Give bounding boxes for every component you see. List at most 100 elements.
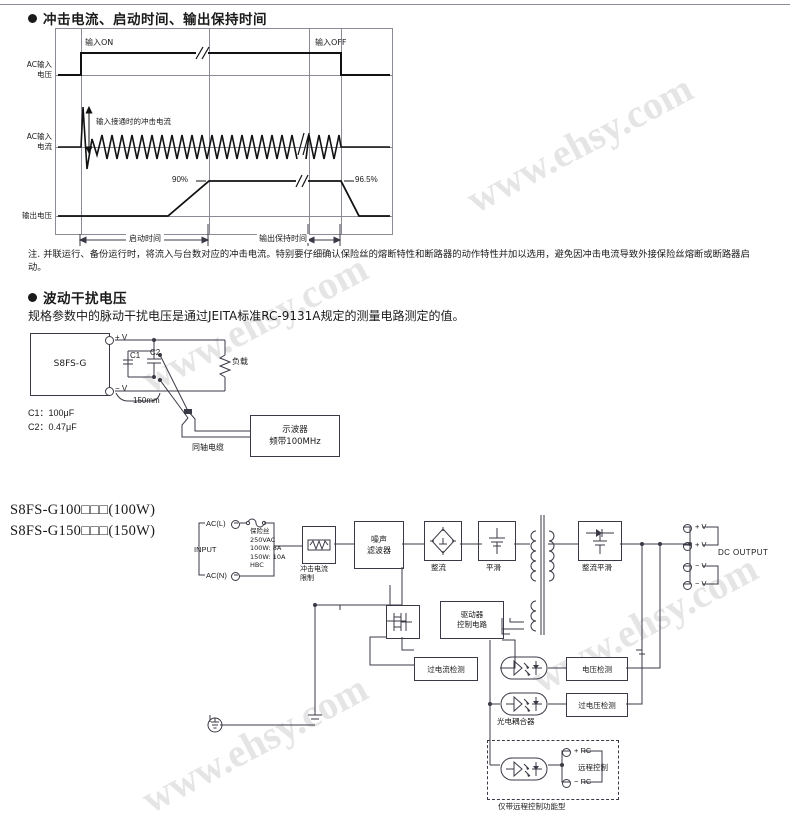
gridline-input-off xyxy=(341,29,342,234)
label-input-on: 输入ON xyxy=(85,38,114,47)
rectify-smooth-box xyxy=(578,521,622,561)
axis-label-output-voltage: 输出电压 xyxy=(22,211,52,220)
model-list: S8FS-G100□□□(100W) S8FS-G150□□□(150W) xyxy=(10,500,155,542)
ac-voltage-waveform xyxy=(58,52,390,76)
voltage-detect-box: 电压检测 xyxy=(566,657,628,681)
inrush-timing-chart: 输入ON 输入OFF 输入接通时的冲击电流 90% 96.5% xyxy=(55,28,393,235)
scope-bandwidth: 频带100MHz xyxy=(269,437,321,447)
axis-label-ac-voltage: AC输入电压 xyxy=(26,60,52,79)
block-diagram-wiring xyxy=(209,522,719,783)
noise-filter-box: 噪声 滤波器 xyxy=(354,521,404,569)
inrush-limiter-label: 冲击电流 限制 xyxy=(300,565,328,582)
photocoupler-icon xyxy=(500,757,548,781)
label-input-off: 输入OFF xyxy=(315,38,347,47)
gridline-startup-end xyxy=(209,29,210,234)
label-startup-time: 启动时间 xyxy=(126,234,164,243)
label-minus-v: − V xyxy=(115,384,128,393)
smoothing-label: 平滑 xyxy=(486,563,501,572)
label-plus-v: + V xyxy=(115,333,128,342)
bullet-icon xyxy=(28,14,37,23)
driver-control-box: 驱动器 控制电路 xyxy=(440,601,504,639)
scope-title: 示波器 xyxy=(282,425,308,435)
label-rise-percent: 90% xyxy=(172,175,189,184)
value-c1: C1：100μF xyxy=(28,408,75,418)
section-heading-inrush: 冲击电流、启动时间、输出保持时间 xyxy=(28,8,267,28)
overcurrent-detect-box: 过电流检测 xyxy=(414,657,478,681)
smoothing-box xyxy=(478,521,516,561)
inrush-limiter-box xyxy=(302,526,336,564)
switching-element-box xyxy=(386,605,420,639)
psu-box: S8FS-G xyxy=(30,333,110,396)
photocoupler-2 xyxy=(500,692,548,716)
label-c2: C2 xyxy=(150,348,161,357)
mosfet-icon xyxy=(393,613,412,631)
model-100w: S8FS-G100□□□(100W) xyxy=(10,502,156,518)
photocoupler-label: 光电耦合器 xyxy=(497,717,535,726)
rectifier-label: 整流 xyxy=(431,563,446,572)
output-voltage-waveform xyxy=(58,180,390,217)
value-c2: C2：0.47μF xyxy=(28,422,77,432)
note-paragraph: 注. 并联运行、备份运行时，将流入与台数对应的冲击电流。特别要仔细确认保险丝的熔… xyxy=(28,249,750,273)
terminal-out-minus-v-1 xyxy=(683,563,692,572)
diode-capacitor-icon xyxy=(586,529,614,554)
transformer-symbol xyxy=(530,515,555,635)
break-mark-output xyxy=(295,174,309,188)
label-load: 负载 xyxy=(232,357,248,366)
label-150mm: 150mm xyxy=(133,396,160,405)
label-dc-output: DC OUTPUT xyxy=(718,548,769,557)
break-mark-current xyxy=(297,132,310,156)
fuse-hbc: HBC xyxy=(250,561,264,569)
overvoltage-detect-box: 过电压检测 xyxy=(566,693,628,717)
label-c1: C1 xyxy=(130,351,141,360)
label-ac-n: AC(N) xyxy=(206,571,227,580)
label-inrush-current: 输入接通时的冲击电流 xyxy=(96,117,171,126)
rectify-smooth-label: 整流平滑 xyxy=(582,563,612,572)
remote-control-note: 仅带远程控制功能型 xyxy=(498,802,566,811)
terminal-rc-minus xyxy=(562,779,571,788)
terminal-ac-l xyxy=(231,520,240,529)
photocoupler-3 xyxy=(500,757,548,781)
terminal-minus-v xyxy=(105,387,114,396)
bullet-icon xyxy=(28,293,37,302)
terminal-out-plus-v-1 xyxy=(683,524,692,533)
baseline-output-voltage xyxy=(56,216,392,217)
inrush-arrow xyxy=(85,105,93,155)
terminal-out-plus-v-2 xyxy=(683,542,692,551)
axis-label-ac-current: AC输入电流 xyxy=(26,132,52,151)
ripple-description: 规格参数中的脉动干扰电压是通过JEITA标准RC-9131A规定的测量电路测定的… xyxy=(28,309,465,323)
input-bracket xyxy=(198,522,205,576)
fuse-voltage: 250VAC xyxy=(250,535,276,544)
model-150w: S8FS-G150□□□(150W) xyxy=(10,523,156,539)
label-out-minus-v-1: − V xyxy=(695,561,707,570)
label-fall-percent: 96.5% xyxy=(355,175,378,184)
label-ac-l: AC(L) xyxy=(206,519,226,528)
label-input: INPUT xyxy=(194,545,217,554)
terminal-plus-v xyxy=(105,336,114,345)
oscilloscope-box: 示波器 频带100MHz xyxy=(250,415,340,457)
label-hold-time: 输出保持时间 xyxy=(257,234,309,243)
label-out-plus-v-2: + V xyxy=(695,540,707,549)
label-remote-control: 远程控制 xyxy=(578,763,608,772)
terminal-ac-n xyxy=(231,572,240,581)
capacitor-icon xyxy=(489,528,505,554)
terminal-out-minus-v-2 xyxy=(683,581,692,590)
label-out-plus-v-1: + V xyxy=(695,522,707,531)
ripple-circuit-wires xyxy=(115,338,250,438)
fuse-spec: 保险丝 250VAC 100W: 8A 150W: 10A HBC xyxy=(250,527,285,570)
top-divider xyxy=(0,4,790,5)
break-mark-voltage xyxy=(195,46,210,60)
gridline-hold-start xyxy=(309,29,310,234)
baseline-ac-voltage xyxy=(56,75,392,76)
resistor-icon xyxy=(307,539,331,551)
remote-control-region xyxy=(487,740,619,800)
rectifier-box xyxy=(424,521,462,561)
ac-current-waveform xyxy=(58,106,390,170)
fuse-100w: 100W: 8A xyxy=(250,544,282,552)
bridge-rectifier-icon xyxy=(430,527,456,555)
section-heading-ripple: 波动干扰电压 xyxy=(28,287,127,307)
watermark: www.ehsy.com xyxy=(459,65,700,222)
fuse-150w: 150W: 10A xyxy=(250,552,286,561)
label-out-minus-v-2: − V xyxy=(695,579,707,588)
fuse-name: 保险丝 xyxy=(250,527,270,535)
